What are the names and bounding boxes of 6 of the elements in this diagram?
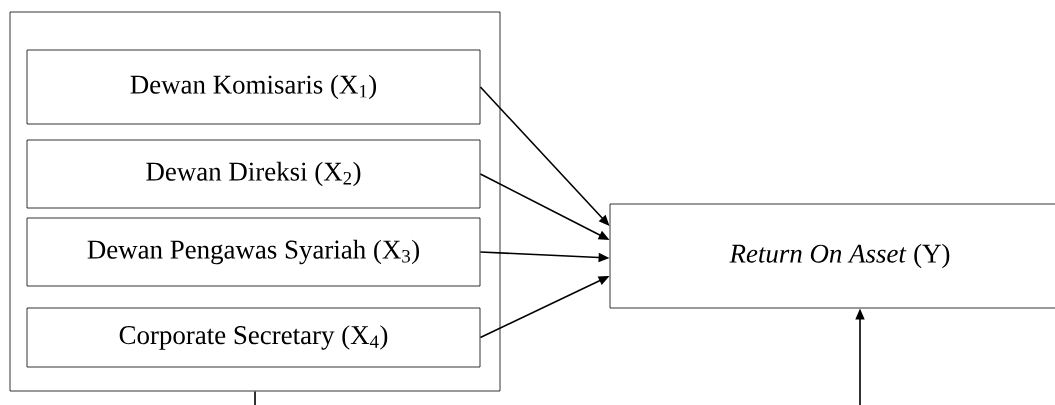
variable-box: Dewan Pengawas Syariah (X$_{3}$) — [26, 217, 481, 287]
variable-box: Dewan Direksi (X$_{2}$) — [26, 139, 481, 209]
variable-box: Dewan Komisaris (X$_{1}$) — [26, 49, 481, 125]
variable-box: Return On Asset (Y) — [609, 203, 1055, 309]
variable-box: Corporate Secretary (X$_{4}$) — [26, 307, 481, 368]
group-box — [9, 11, 501, 392]
